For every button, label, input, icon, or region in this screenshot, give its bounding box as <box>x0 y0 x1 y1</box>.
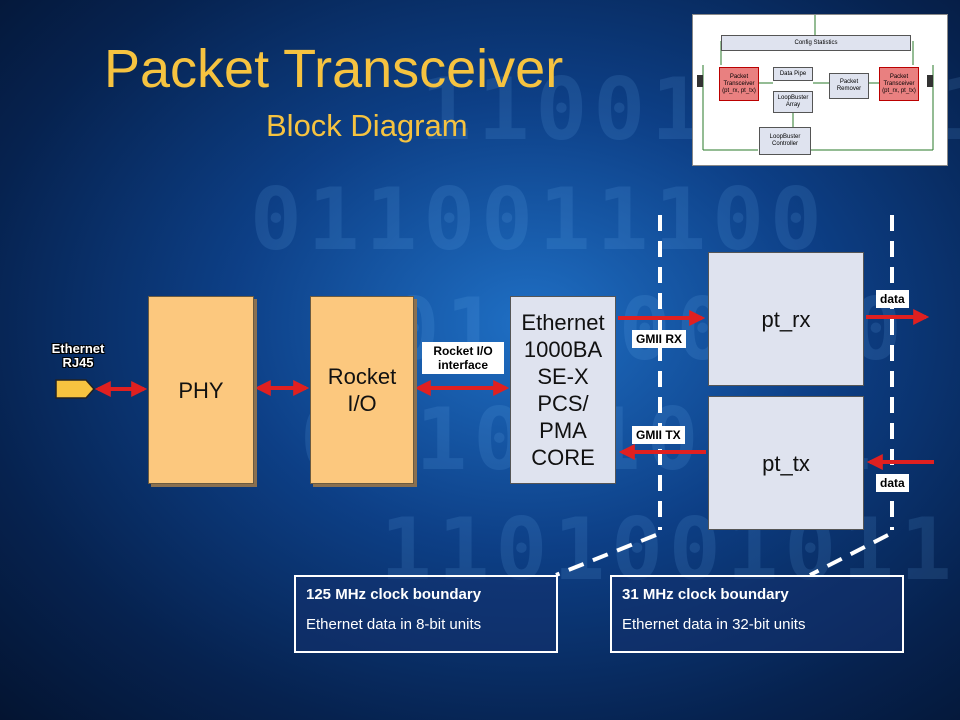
pt-rx-block: pt_rx <box>708 252 864 386</box>
data-out-label: data <box>876 290 909 308</box>
thumbnail-lines <box>697 15 934 151</box>
gmii-rx-label: GMII RX <box>632 330 687 348</box>
data-in-label: data <box>876 474 909 492</box>
rocket-io-block: Rocket I/O <box>310 296 414 484</box>
callout-31mhz-body: Ethernet data in 32-bit units <box>622 616 806 633</box>
phy-label: PHY <box>178 377 224 403</box>
ethernet-core-block: Ethernet 1000BA SE-X PCS/ PMA CORE <box>510 296 616 484</box>
gmii-tx-label: GMII TX <box>632 426 685 444</box>
thumb-packet-remover: Packet Remover <box>829 73 869 99</box>
thumb-left-block: Packet Transceiver (pt_rx, pt_tx) <box>719 67 759 101</box>
page-subtitle: Block Diagram <box>266 108 468 143</box>
callout-125mhz-body: Ethernet data in 8-bit units <box>306 616 482 633</box>
ethernet-rj45-label: Ethernet RJ45 <box>51 341 105 370</box>
core-line: CORE <box>531 445 595 470</box>
callout-31mhz: 31 MHz clock boundary Ethernet data in 3… <box>610 575 904 653</box>
thumbnail-diagram: Config Statistics Packet Transceiver (pt… <box>692 14 948 166</box>
pt-rx-label: pt_rx <box>761 306 811 332</box>
thumb-data-pipe: Data Pipe <box>773 67 813 81</box>
core-line: 1000BA <box>523 337 603 362</box>
core-line: Ethernet <box>521 310 605 335</box>
pt-tx-block: pt_tx <box>708 396 864 530</box>
rocket-io-interface-label: Rocket I/O interface <box>422 342 504 374</box>
pt-tx-label: pt_tx <box>762 450 810 476</box>
rj45-connector-icon <box>55 379 96 399</box>
core-line: PMA <box>539 418 587 443</box>
thumb-config-block: Config Statistics <box>721 35 911 51</box>
callout-125mhz-heading: 125 MHz clock boundary <box>306 586 482 603</box>
callout-31mhz-heading: 31 MHz clock boundary <box>622 586 789 603</box>
thumb-right-block: Packet Transceiver (pt_rx, pt_tx) <box>879 67 919 101</box>
page-title: Packet Transceiver <box>104 39 564 99</box>
core-line: PCS/ <box>537 391 589 416</box>
thumb-loopbuster-array: LoopBuster Array <box>773 91 813 113</box>
thumb-loopbuster-controller: LoopBuster Controller <box>759 127 811 155</box>
clock-boundary-125-diag <box>555 533 657 577</box>
clock-boundary-31-diag <box>809 533 889 577</box>
rocket-io-label: Rocket I/O <box>327 364 397 416</box>
callout-125mhz: 125 MHz clock boundary Ethernet data in … <box>294 575 558 653</box>
core-line: SE-X <box>537 364 589 389</box>
phy-block: PHY <box>148 296 254 484</box>
